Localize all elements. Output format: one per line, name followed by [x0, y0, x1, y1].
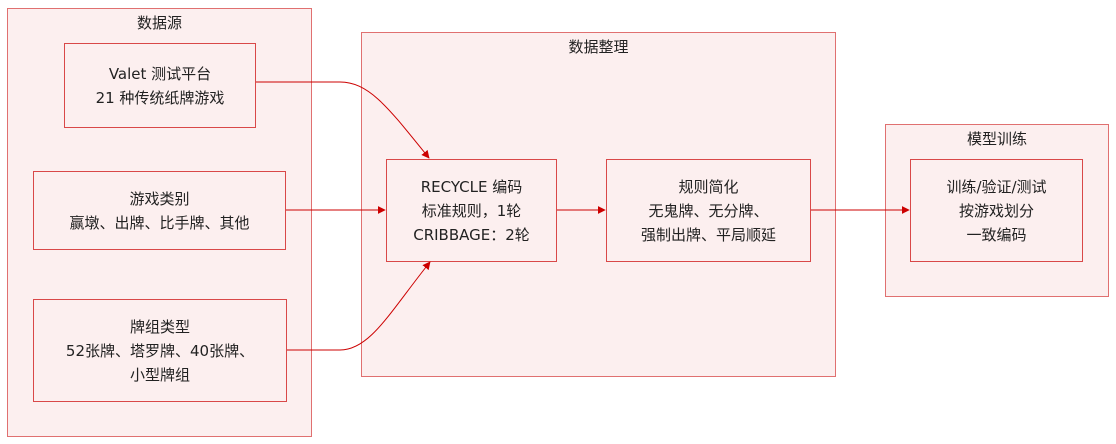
- node-line: 训练/验证/测试: [946, 177, 1047, 196]
- node-line: 规则简化: [678, 177, 739, 196]
- node-line: 21 种传统纸牌游戏: [95, 88, 225, 107]
- node-line: 游戏类别: [129, 189, 190, 208]
- node-valet[interactable]: Valet 测试平台 21 种传统纸牌游戏: [64, 43, 256, 128]
- node-line: 牌组类型: [129, 317, 190, 336]
- node-line: 52张牌、塔罗牌、40张牌、: [65, 341, 255, 360]
- node-line: 赢墩、出牌、比手牌、其他: [69, 213, 250, 232]
- edge-deck-to-recycle: [287, 261, 431, 351]
- edge-valet-to-recycle: [256, 81, 430, 159]
- node-line: 无鬼牌、无分牌、: [648, 201, 769, 220]
- node-game-category[interactable]: 游戏类别 赢墩、出牌、比手牌、其他: [33, 171, 286, 250]
- node-line: 标准规则，1轮: [421, 201, 522, 220]
- node-deck-type[interactable]: 牌组类型 52张牌、塔罗牌、40张牌、 小型牌组: [33, 299, 287, 402]
- cluster-title: 数据整理: [568, 38, 629, 56]
- node-recycle-encoding[interactable]: RECYCLE 编码 标准规则，1轮 CRIBBAGE：2轮: [386, 159, 557, 262]
- node-line: 按游戏划分: [958, 201, 1034, 220]
- node-rule-simplification[interactable]: 规则简化 无鬼牌、无分牌、 强制出牌、平局顺延: [606, 159, 811, 262]
- node-data-split[interactable]: 训练/验证/测试 按游戏划分 一致编码: [910, 159, 1083, 262]
- node-line: RECYCLE 编码: [420, 177, 523, 196]
- cluster-title: 模型训练: [966, 130, 1027, 148]
- node-line: 强制出牌、平局顺延: [640, 225, 776, 244]
- node-line: CRIBBAGE：2轮: [413, 225, 530, 244]
- cluster-title: 数据源: [136, 14, 182, 32]
- node-line: Valet 测试平台: [108, 64, 212, 83]
- node-line: 一致编码: [966, 225, 1027, 244]
- node-line: 小型牌组: [129, 365, 190, 384]
